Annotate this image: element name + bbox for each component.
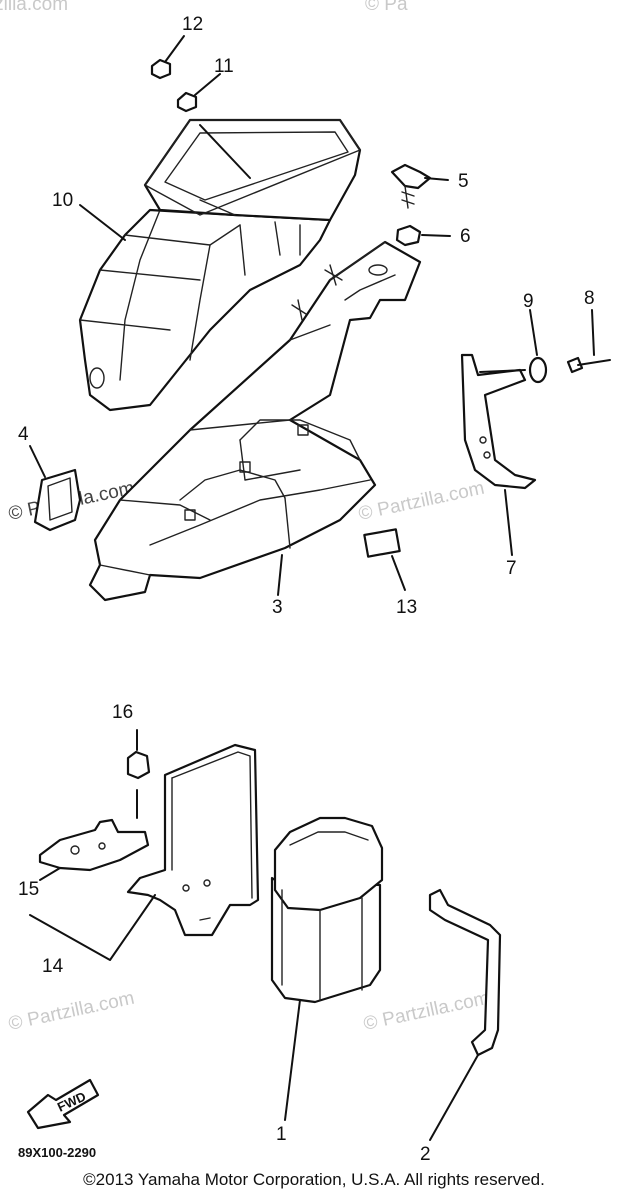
label-11: 11 <box>214 56 234 77</box>
leader-lines <box>29 35 595 1141</box>
label-14: 14 <box>42 956 64 977</box>
watermark-top-right: © Pa <box>365 0 408 15</box>
part-2-strap <box>428 888 502 1057</box>
fwd-arrow: FWD <box>26 1078 100 1130</box>
part-13-pad <box>363 528 401 558</box>
watermark-mid-right: © Partzilla.com <box>357 478 487 525</box>
part-14-battery-box <box>126 743 260 937</box>
watermark-bottom-left: © Partzilla.com <box>7 988 137 1035</box>
part-15-plate <box>38 818 150 872</box>
watermark-top-left: © Partzilla.com <box>0 0 68 15</box>
callout-numbers: 12 11 10 5 6 9 8 4 7 3 13 16 15 14 1 2 <box>18 14 595 1165</box>
label-16: 16 <box>112 702 133 723</box>
part-3-fender-tray <box>88 240 422 602</box>
label-9: 9 <box>523 291 534 312</box>
part-8-screw <box>566 356 611 374</box>
copyright-notice: ©2013 Yamaha Motor Corporation, U.S.A. A… <box>83 1170 545 1189</box>
label-15: 15 <box>18 879 39 900</box>
part-7-bracket <box>460 353 537 490</box>
label-6: 6 <box>460 226 471 247</box>
label-4: 4 <box>18 424 29 445</box>
part-5-wing-bolt <box>390 163 432 209</box>
label-8: 8 <box>584 288 595 309</box>
part-6-nut <box>395 224 422 247</box>
label-1: 1 <box>276 1124 287 1145</box>
part-10-air-duct <box>78 118 362 412</box>
label-12: 12 <box>182 14 203 35</box>
label-3: 3 <box>272 597 283 618</box>
label-10: 10 <box>52 190 73 211</box>
part-4-gasket <box>33 468 82 532</box>
part-9-grommet <box>528 356 548 384</box>
label-13: 13 <box>396 597 417 618</box>
part-11-nut <box>176 91 198 113</box>
part-1-battery <box>270 816 384 1004</box>
part-12-nut <box>150 58 172 80</box>
label-2: 2 <box>420 1144 431 1165</box>
diagram-code: 89X100-2290 <box>18 1145 96 1160</box>
watermark-bottom-right: © Partzilla.com <box>362 988 492 1035</box>
part-16-nut <box>126 750 151 780</box>
label-7: 7 <box>506 558 517 579</box>
label-5: 5 <box>458 171 469 192</box>
